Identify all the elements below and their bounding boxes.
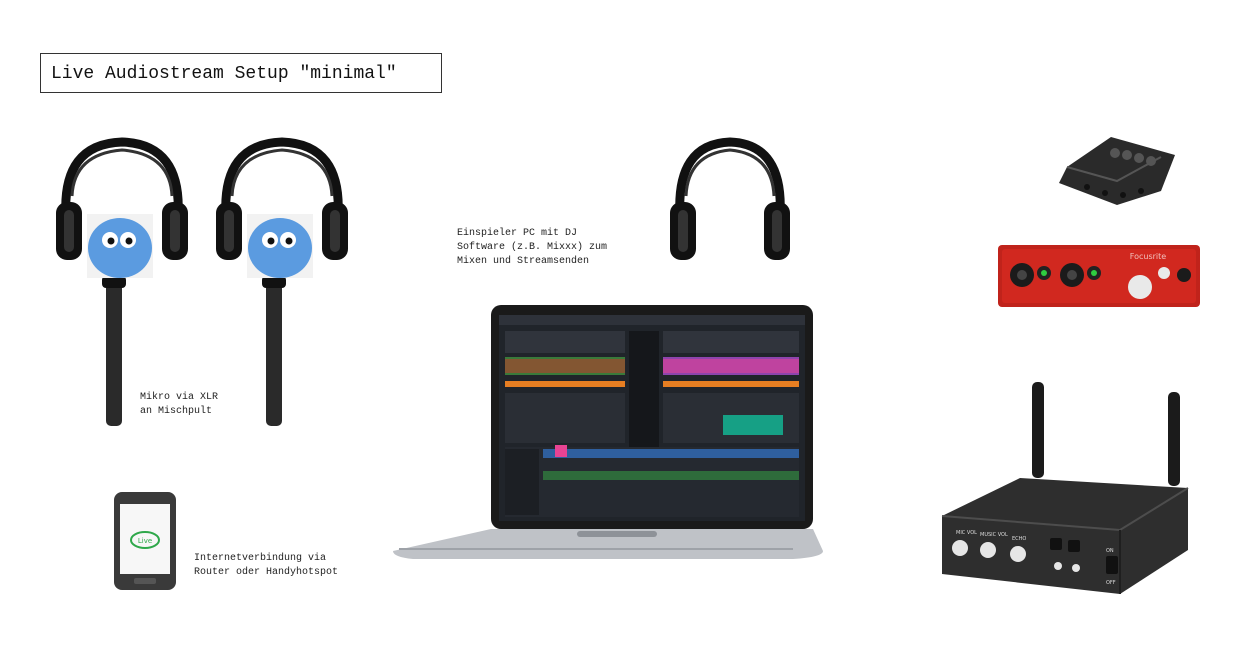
wireless-label-3: ECHO <box>1012 536 1026 542</box>
headphone-mic-1 <box>56 137 188 426</box>
audio-interface-icon: Focusrite <box>998 245 1200 307</box>
interface-brand: Focusrite <box>1130 252 1166 261</box>
diagram-title: Live Audiostream Setup "minimal" <box>40 53 442 93</box>
wireless-label-1: MIC VOL <box>956 530 977 536</box>
pc-label: Einspieler PC mit DJ Software (z.B. Mixx… <box>457 228 608 267</box>
laptop-dj-software <box>393 305 823 559</box>
internet-label: Internetverbindung via Router oder Handy… <box>194 553 339 578</box>
wireless-label-5: OFF <box>1106 580 1116 586</box>
headphones-icon <box>670 137 790 260</box>
wireless-receiver-icon: MIC VOL MUSIC VOL ECHO ON OFF <box>941 382 1189 594</box>
mic-label: Mikro via XLR an Mischpult <box>140 392 219 417</box>
headphone-amp-icon <box>1059 137 1175 205</box>
headphone-mic-2 <box>216 137 348 426</box>
smartphone-icon: Live <box>114 492 176 590</box>
wireless-label-4: ON <box>1106 548 1114 554</box>
phone-logo: Live <box>138 537 152 545</box>
wireless-label-2: MUSIC VOL <box>980 532 1008 538</box>
